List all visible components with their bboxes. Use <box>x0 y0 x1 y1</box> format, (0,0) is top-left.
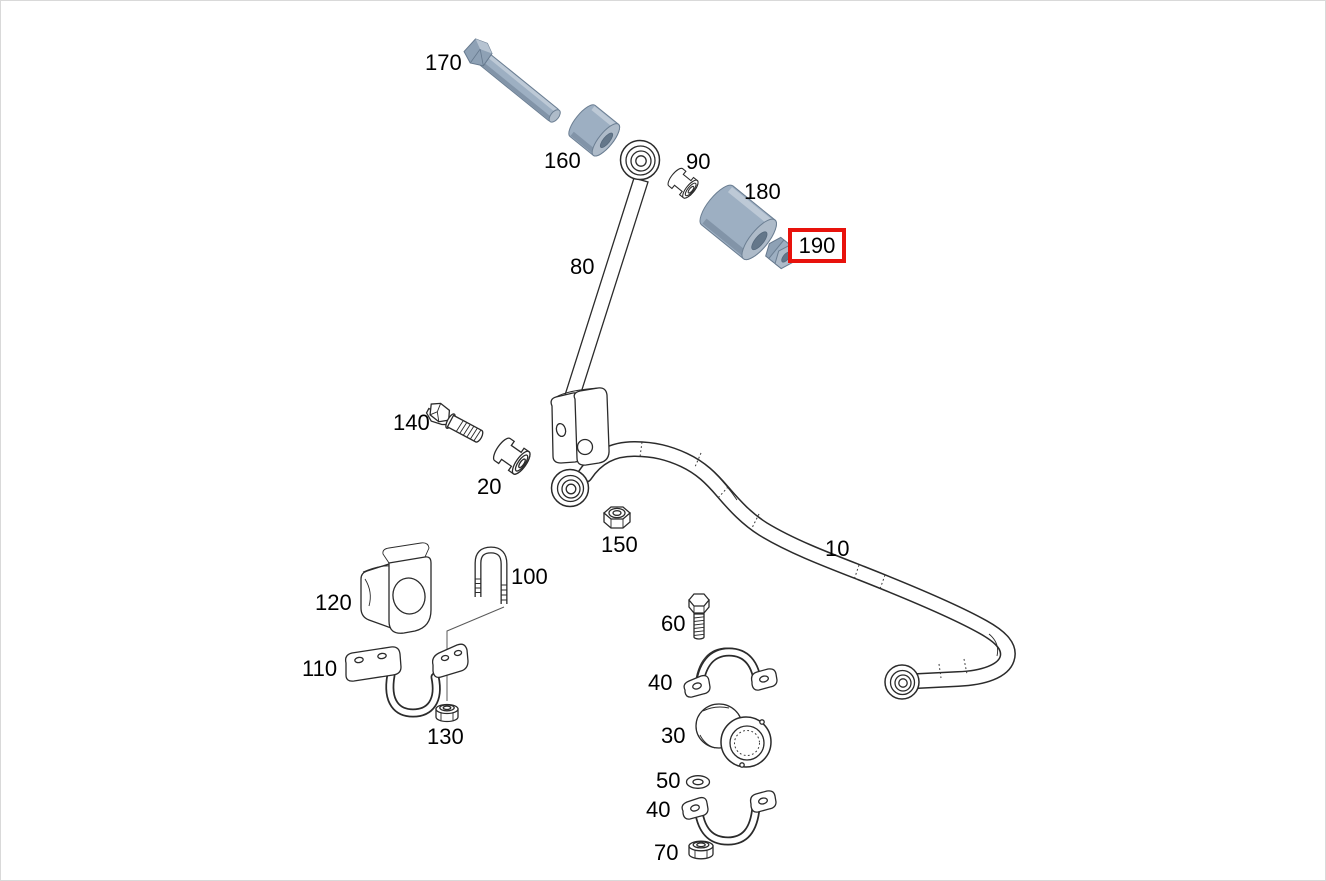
part-label-30[interactable]: 30 <box>661 723 686 748</box>
part-130-lock-nut-drawing[interactable] <box>435 703 459 723</box>
part-label-130[interactable]: 130 <box>427 724 464 749</box>
part-label-190[interactable]: 190 <box>798 232 836 258</box>
part-label-60[interactable]: 60 <box>661 611 686 636</box>
part-160-bushing-drawing[interactable] <box>565 101 624 160</box>
part-50-washer-drawing[interactable] <box>685 775 711 789</box>
part-label-40-lower[interactable]: 40 <box>646 797 671 822</box>
part-90-bushing-drawing[interactable] <box>666 166 701 200</box>
part-label-170[interactable]: 170 <box>425 50 462 75</box>
part-label-120[interactable]: 120 <box>315 590 352 615</box>
part-20-bushing-drawing[interactable] <box>491 436 534 477</box>
part-40-lower-clamp-drawing[interactable] <box>681 790 777 846</box>
part-40-upper-clamp-drawing[interactable] <box>683 647 778 698</box>
part-label-80[interactable]: 80 <box>570 254 595 279</box>
part-label-40-upper[interactable]: 40 <box>648 670 673 695</box>
part-140-bolt-drawing[interactable] <box>424 400 486 446</box>
part-170-bolt-drawing[interactable] <box>461 35 567 128</box>
selected-part-highlight-box[interactable]: 190 <box>788 228 846 263</box>
assembly-leader-line <box>446 606 505 701</box>
part-label-140[interactable]: 140 <box>393 410 430 435</box>
part-label-110[interactable]: 110 <box>302 656 338 681</box>
part-70-lock-nut-drawing[interactable] <box>688 840 714 860</box>
part-label-90[interactable]: 90 <box>686 149 711 174</box>
part-10-stabilizer-bar-drawing[interactable] <box>550 441 1016 700</box>
part-80-stabilizer-link-drawing[interactable] <box>550 139 661 466</box>
part-30-bearing-bushing-drawing[interactable] <box>695 703 772 768</box>
part-180-spacer-sleeve-drawing[interactable] <box>695 180 782 264</box>
part-label-10[interactable]: 10 <box>825 536 850 561</box>
part-100-u-bolt-drawing[interactable] <box>474 546 508 604</box>
part-label-70[interactable]: 70 <box>654 840 679 865</box>
part-label-100[interactable]: 100 <box>511 564 548 589</box>
part-110-clamp-bracket-drawing[interactable] <box>344 643 469 718</box>
part-label-20[interactable]: 20 <box>477 474 502 499</box>
part-60-bolt-drawing[interactable] <box>688 593 710 640</box>
part-label-180[interactable]: 180 <box>744 179 781 204</box>
part-label-160[interactable]: 160 <box>544 148 581 173</box>
part-label-150[interactable]: 150 <box>601 532 638 557</box>
part-label-50[interactable]: 50 <box>656 768 681 793</box>
part-120-rubber-mount-drawing[interactable] <box>360 542 432 634</box>
part-150-nut-drawing[interactable] <box>603 506 631 529</box>
